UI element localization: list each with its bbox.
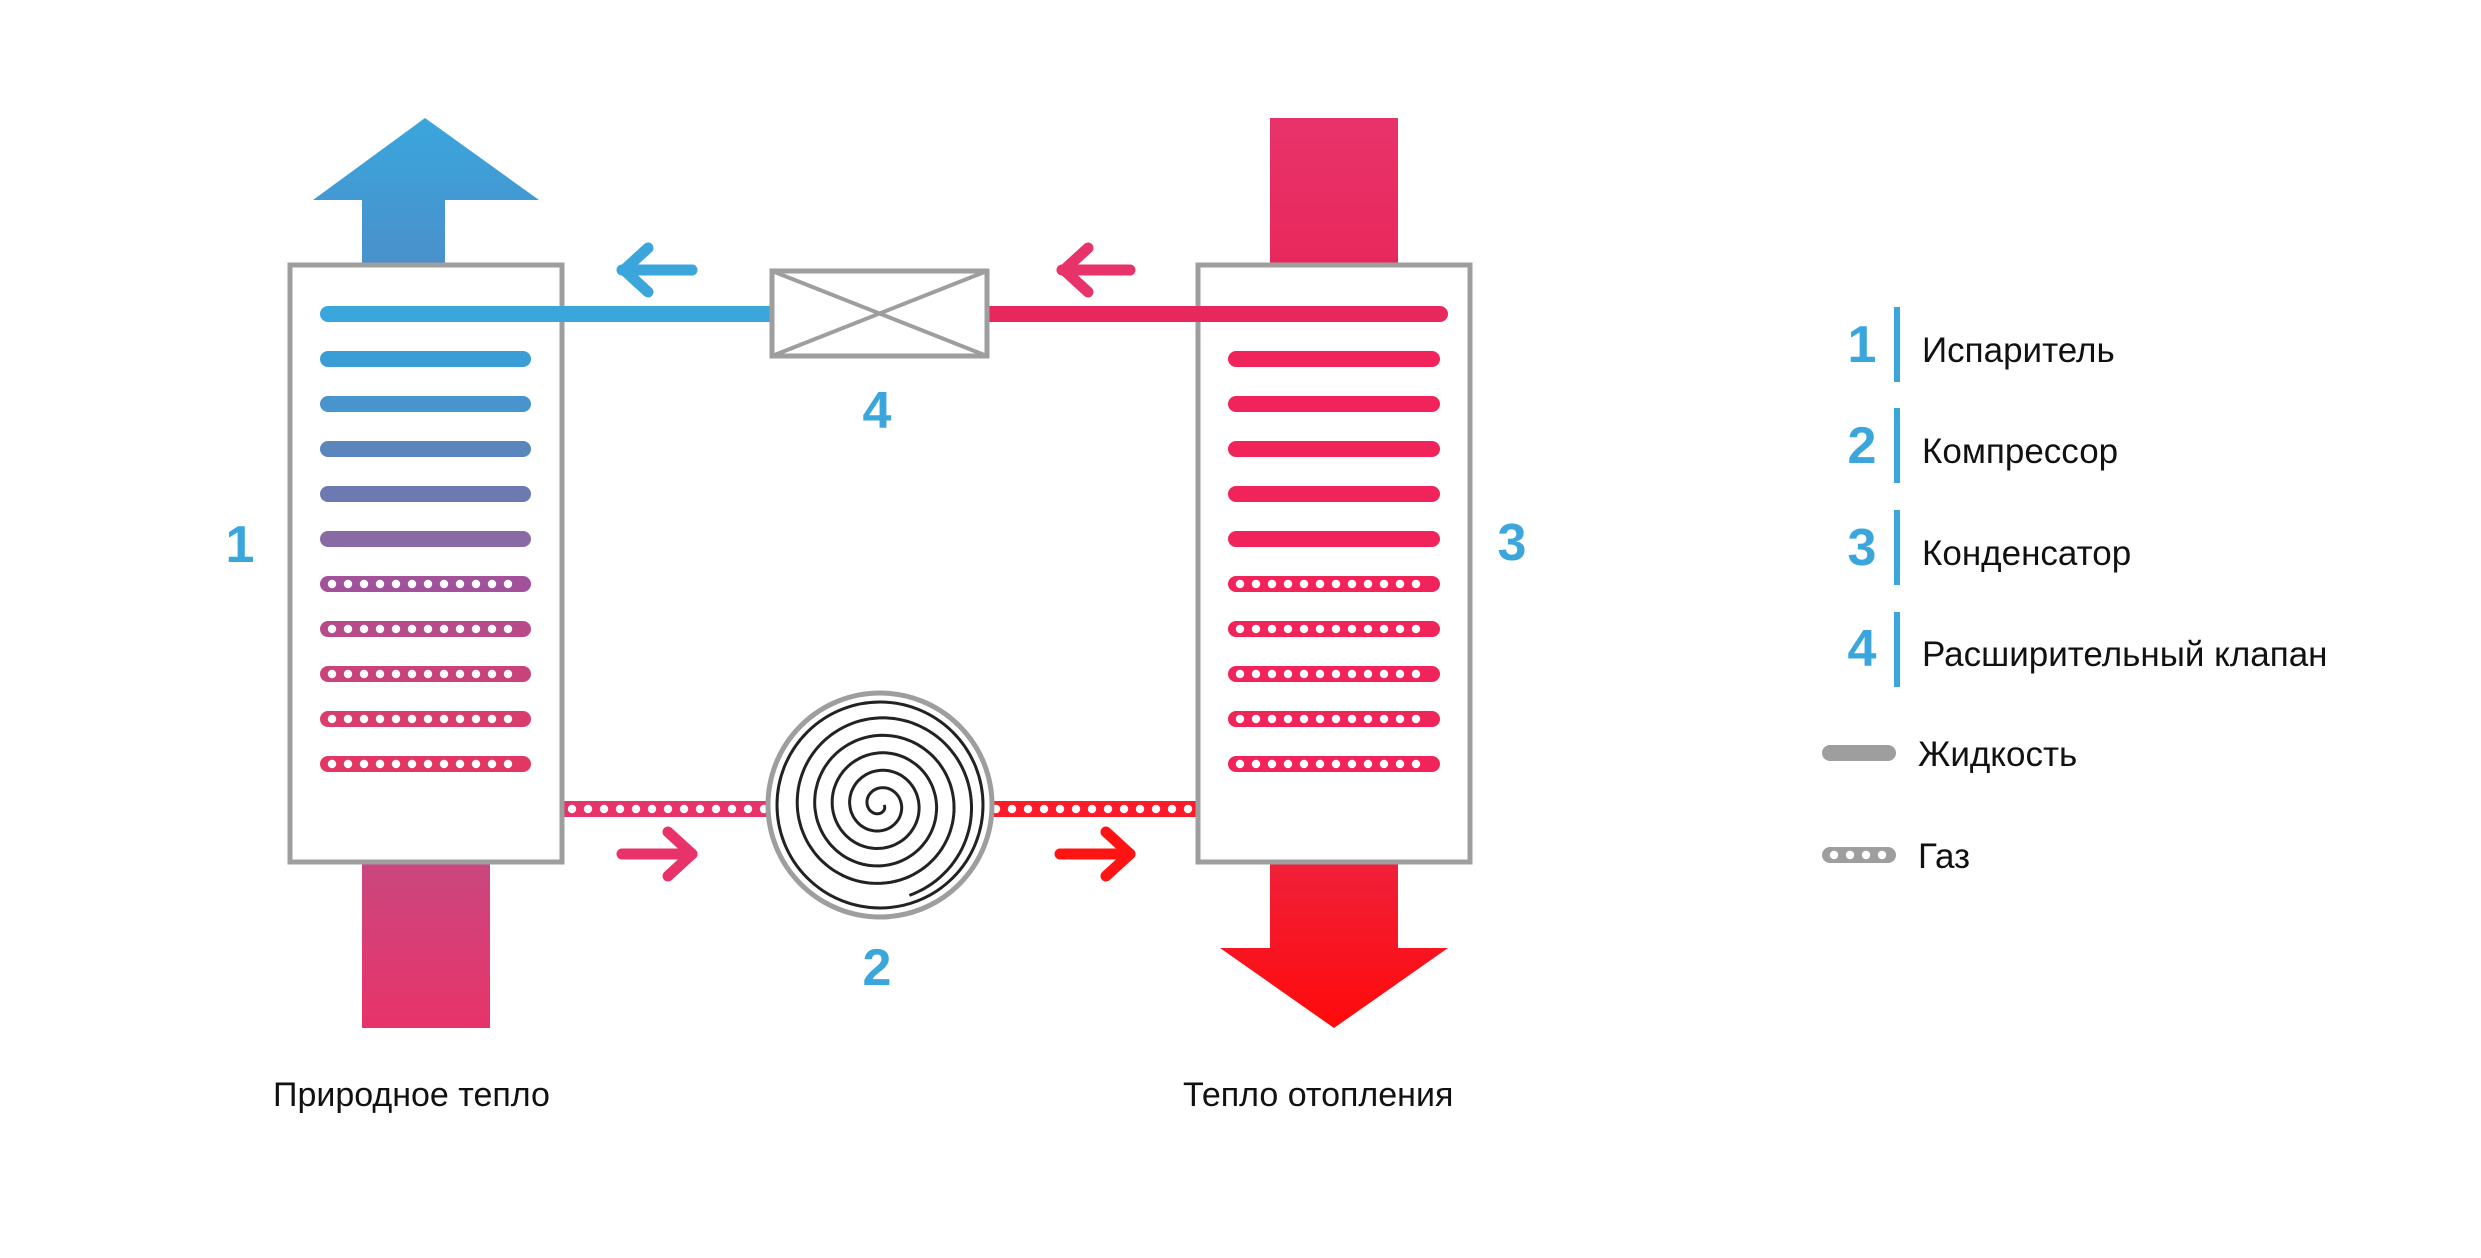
condenser-coils <box>1228 351 1440 772</box>
legend-label: Конденсатор <box>1922 534 2131 573</box>
flow-arrow-top-right <box>1056 242 1136 298</box>
compressor <box>765 690 995 920</box>
legend-number: 4 <box>1848 620 1877 678</box>
evaporator <box>287 262 565 865</box>
gas-coil <box>1228 666 1440 682</box>
evaporator-inflow-arrow <box>362 862 490 1028</box>
gas-coil <box>1228 576 1440 592</box>
legend-label: Испаритель <box>1922 331 2115 370</box>
evaporator-number: 1 <box>226 516 255 574</box>
condenser-outflow-arrow <box>1220 862 1448 1028</box>
legend-number: 2 <box>1848 417 1877 475</box>
flow-arrow-top-left <box>616 242 698 298</box>
legend-label: Жидкость <box>1918 735 2077 774</box>
legend-item-evaporator: 1 Испаритель <box>1848 307 2115 382</box>
gas-coil <box>320 756 531 772</box>
evaporator-coils <box>320 351 531 772</box>
natural-heat-caption: Природное тепло <box>273 1076 550 1114</box>
valve-number: 4 <box>863 382 892 440</box>
heating-heat-caption: Тепло отопления <box>1183 1076 1453 1114</box>
flow-arrow-bottom-left <box>616 826 698 882</box>
gas-swatch <box>1822 847 1896 863</box>
legend-label: Компрессор <box>1922 432 2118 471</box>
gas-coil <box>320 621 531 637</box>
flow-arrow-bottom-right <box>1054 826 1136 882</box>
gas-coil <box>1228 711 1440 727</box>
gas-coil <box>320 666 531 682</box>
expansion-valve <box>769 268 990 359</box>
evaporator-outflow-arrow <box>313 118 539 265</box>
legend-item-liquid: Жидкость <box>1822 735 2077 774</box>
compressor-spiral <box>795 716 973 897</box>
gas-swatch-bar <box>1822 847 1896 863</box>
legend-item-compressor: 2 Компрессор <box>1848 408 2118 483</box>
gas-coil <box>320 576 531 592</box>
legend-number: 3 <box>1848 519 1877 577</box>
condenser-inflow-arrow <box>1270 118 1398 266</box>
legend-label: Газ <box>1918 837 1970 876</box>
condenser-number: 3 <box>1498 514 1527 572</box>
gas-coil <box>1228 621 1440 637</box>
legend-item-gas: Газ <box>1822 837 1970 876</box>
legend-item-expansion-valve: 4 Расширительный клапан <box>1848 612 2328 687</box>
gas-coil <box>1228 756 1440 772</box>
compressor-number: 2 <box>863 939 892 997</box>
condenser <box>1195 262 1473 865</box>
legend-item-condenser: 3 Конденсатор <box>1848 510 2131 585</box>
legend: 1 Испаритель 2 Компрессор 3 Конденсатор … <box>1822 307 2328 876</box>
legend-number: 1 <box>1848 316 1877 374</box>
gas-coil <box>320 711 531 727</box>
legend-label: Расширительный клапан <box>1922 635 2328 674</box>
